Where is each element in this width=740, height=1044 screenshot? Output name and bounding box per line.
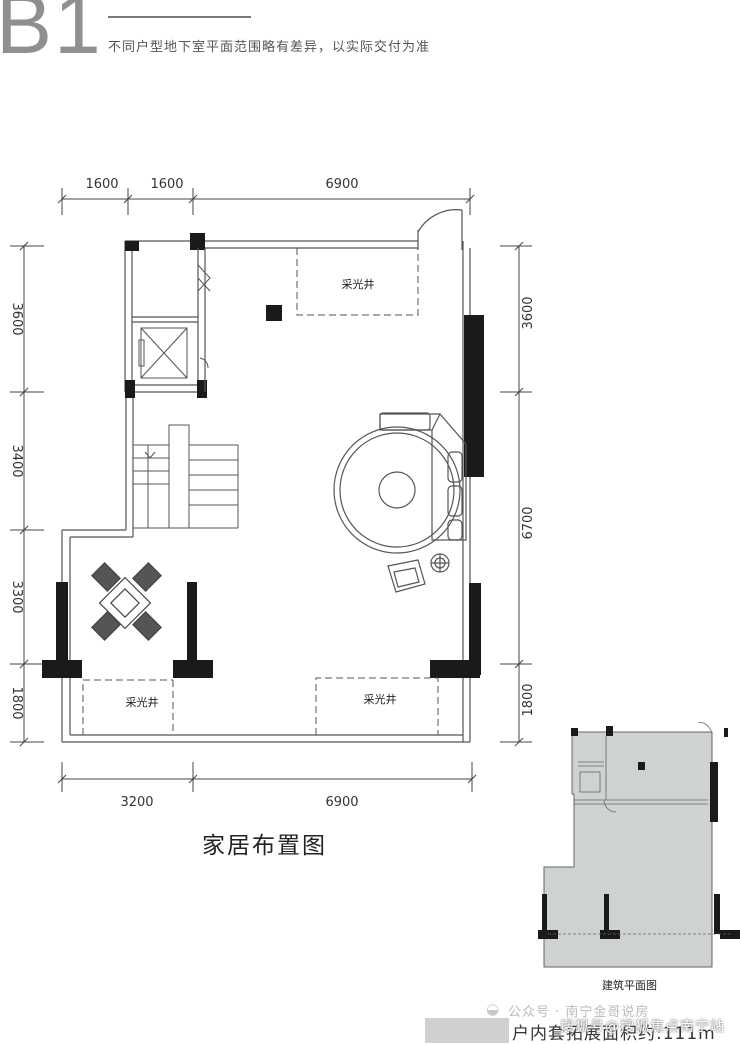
mini-plan-caption: 建筑平面图 [602,979,657,992]
level-title: B1 [0,0,103,71]
area-text: 户内套拓展面积约:111m [512,1024,716,1044]
dimension-left [10,241,44,747]
dim-right-3: 1800 [521,683,536,716]
dining-table-icon [91,562,162,641]
light-well-label-top: 采光井 [342,277,375,291]
dim-left-1: 3600 [9,302,24,335]
plan-caption: 家居布置图 [202,833,327,859]
dim-right-2: 6700 [521,506,536,539]
dimension-right [500,241,532,747]
footer-gray-bar [425,1018,509,1043]
dim-left-4: 1800 [9,686,24,719]
disclaimer-text: 不同户型地下室平面范围略有差异，以实际交付为准 [108,40,431,55]
light-wells [82,248,439,735]
dimension-top [57,188,475,215]
dim-left-3: 3300 [9,580,24,613]
title-divider [108,16,251,18]
elevator-partitions [132,248,206,392]
staircase-icon [132,424,239,529]
entry-door-icon [417,209,463,250]
mini-plan-drawing [538,722,740,968]
dim-top-3: 6900 [325,177,358,192]
dim-right-1: 3600 [521,296,536,329]
solid-walls [42,233,484,678]
dim-top-1: 1600 [85,177,118,192]
light-well-label-left: 采光井 [126,695,159,709]
dimension-bottom [57,762,477,792]
dim-bottom-2: 6900 [325,795,358,810]
sohu-watermark: 搜狐号@搜狐焦点南宁站 [560,1019,725,1035]
light-well-label-right: 采光井 [364,692,397,706]
dim-left-2: 3400 [9,444,24,477]
wechat-account-label: 公众号 · 南宁金哥说房 [508,1005,650,1020]
mini-plan-fill [543,731,713,968]
lounge-furniture [333,412,467,593]
mini-plan-walls [538,726,740,939]
service-door-icon [197,264,211,369]
elevator-icon [138,327,188,379]
dim-bottom-1: 3200 [120,795,153,810]
dim-top-2: 1600 [150,177,183,192]
wechat-icon: ◒ [486,1000,500,1018]
